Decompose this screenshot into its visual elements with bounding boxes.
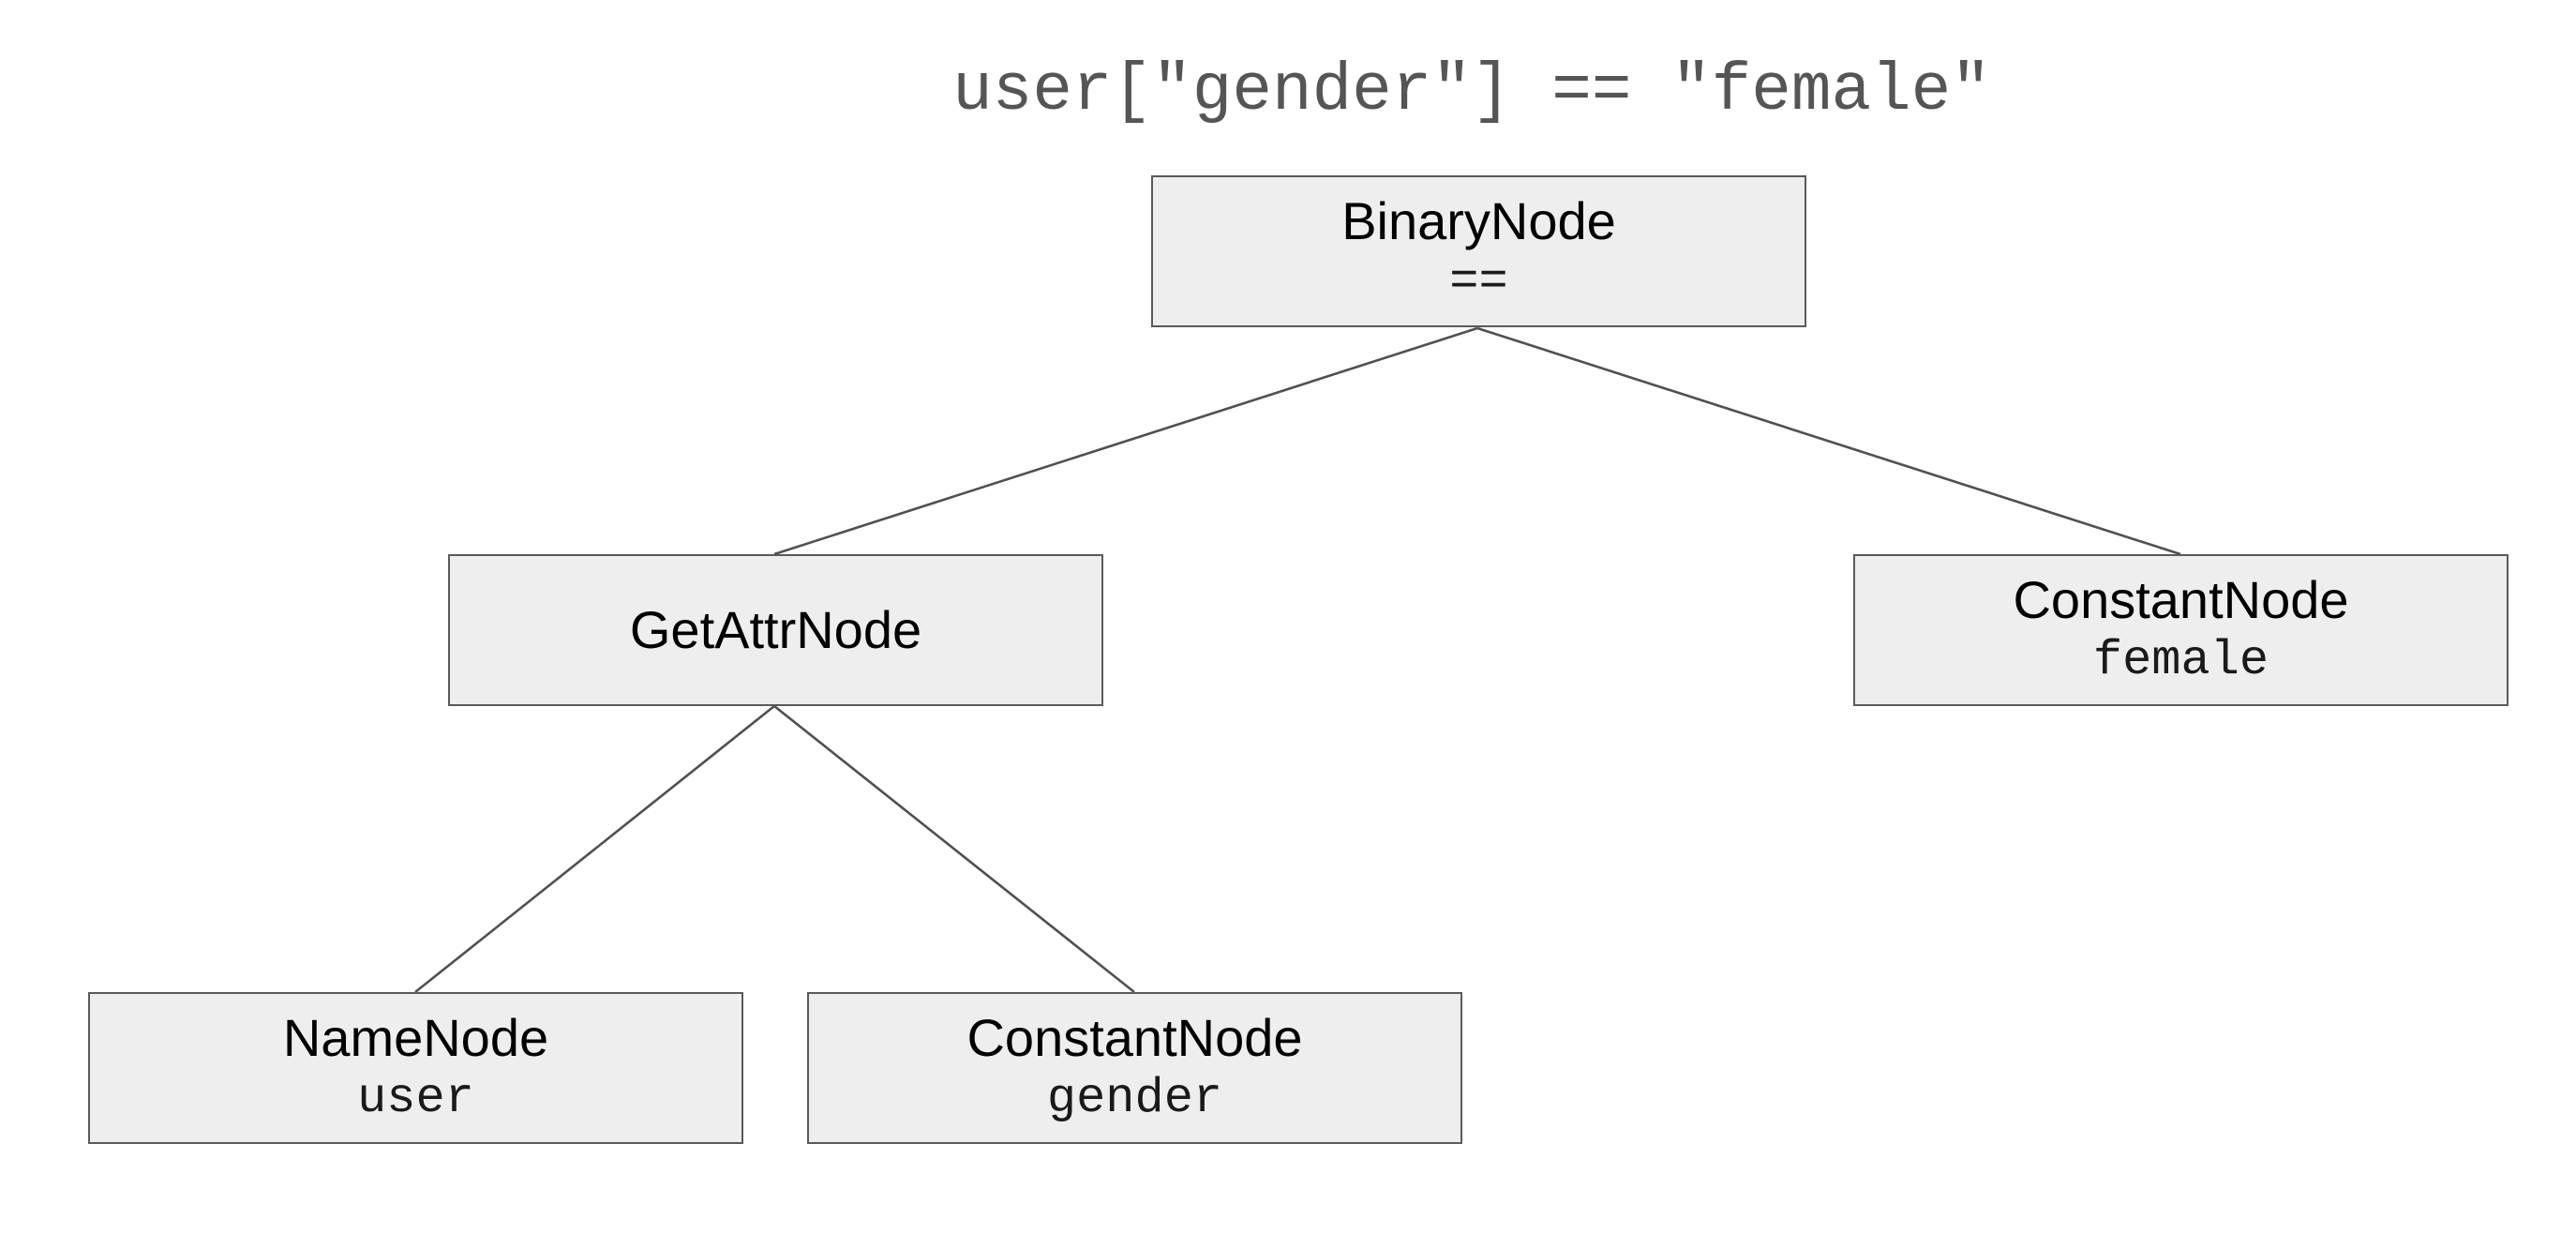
node-value: user <box>357 1071 474 1126</box>
name-node-box: NameNode user <box>88 992 743 1144</box>
node-value: gender <box>1046 1071 1223 1126</box>
edge-getattr-const-gender <box>773 704 1135 994</box>
edge-getattr-name <box>414 704 775 994</box>
node-title: GetAttrNode <box>629 600 922 659</box>
edge-binary-const-female <box>1476 326 2181 556</box>
constant-node-female-box: ConstantNode female <box>1853 554 2509 706</box>
getattr-node-box: GetAttrNode <box>448 554 1103 706</box>
binary-node-box: BinaryNode == <box>1151 175 1806 327</box>
edge-binary-getattr <box>773 326 1478 556</box>
node-title: ConstantNode <box>966 1008 1303 1067</box>
node-value: female <box>2092 633 2269 688</box>
node-title: NameNode <box>282 1008 549 1067</box>
constant-node-gender-box: ConstantNode gender <box>807 992 1462 1144</box>
source-expression: user["gender"] == "female" <box>952 54 1991 129</box>
node-title: BinaryNode <box>1341 191 1616 250</box>
node-value: == <box>1449 254 1508 309</box>
node-title: ConstantNode <box>2013 570 2349 629</box>
